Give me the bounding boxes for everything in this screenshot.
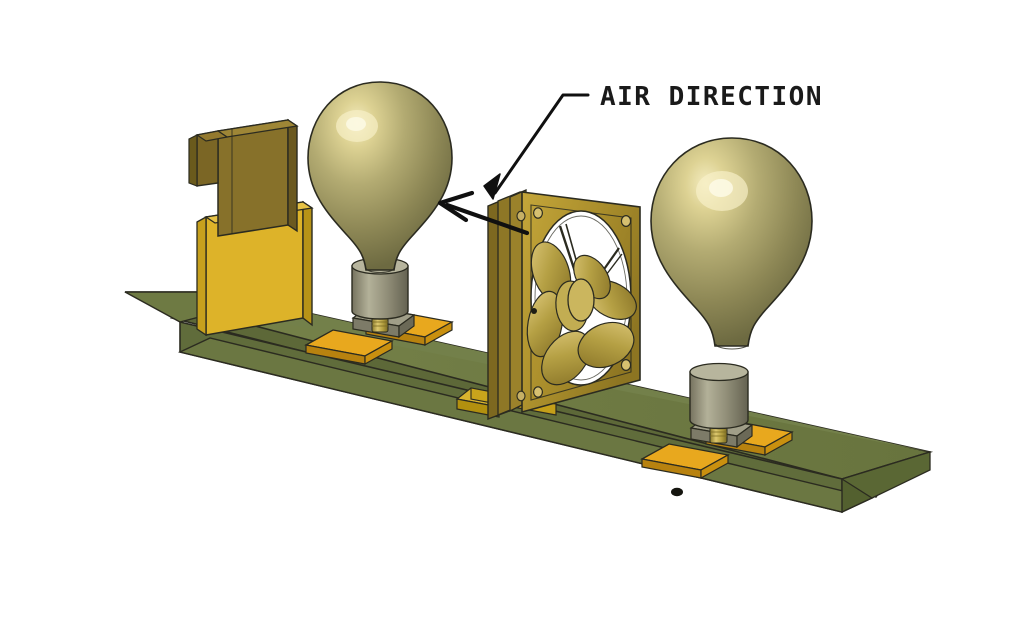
bulb-right-neck-seam xyxy=(715,343,749,350)
fan-wire-nub xyxy=(531,308,537,314)
bulb-left-neck-seam xyxy=(365,267,395,274)
terminal-blade-right xyxy=(287,118,298,233)
bulb-right-socket-barrel-top xyxy=(689,362,749,382)
bulb-right-glass xyxy=(650,137,813,347)
terminal-blade-tab-left xyxy=(188,134,198,187)
bulb-right xyxy=(640,137,813,480)
bulb-right-highlight-core xyxy=(709,179,733,197)
fan-screw-hole xyxy=(532,386,543,398)
bulb-right-socket-barrel xyxy=(689,371,749,430)
bulb-left-pad-front-right xyxy=(364,339,393,366)
terminal-blade-tab-top xyxy=(195,130,229,142)
fan-screw-hole xyxy=(620,359,632,372)
fan-blade xyxy=(577,321,635,369)
base-plate-right-step xyxy=(840,451,931,499)
terminal-block-left-edge xyxy=(196,215,207,337)
fan-hub xyxy=(567,278,595,322)
fan-blades xyxy=(526,241,637,386)
fan-assembly xyxy=(455,189,641,421)
bulb-right-pad-front-right xyxy=(700,453,729,480)
fan-screw-hole xyxy=(516,390,526,402)
bulb-left-pad-rear-right xyxy=(424,320,453,347)
bulb-left-socket-barrel xyxy=(351,265,409,320)
bulb-right-pad-rear-right xyxy=(764,430,793,457)
bulb-left-socket-base-right xyxy=(398,313,415,339)
bulb-right-socket-base-right xyxy=(736,423,753,449)
air-direction-annotation: AIR DIRECTION xyxy=(437,82,823,236)
terminal-block xyxy=(188,118,314,337)
terminal-block-right xyxy=(302,200,313,327)
fan-blade xyxy=(526,290,564,358)
fan-screw-hole xyxy=(620,215,632,228)
air-flow-arrow-shaft xyxy=(444,202,530,236)
air-flow-arrowhead xyxy=(437,190,475,223)
mount-hole-4 xyxy=(671,487,683,497)
bulb-left xyxy=(304,81,454,366)
fan-screw-hole xyxy=(516,210,526,222)
bulb-left-glass xyxy=(307,81,453,271)
air-direction-leader-line xyxy=(493,93,590,195)
air-direction-leader-arrowhead xyxy=(483,173,501,200)
fan-screw-hole xyxy=(532,207,543,219)
bulb-left-highlight-core xyxy=(346,117,366,131)
air-direction-label: AIR DIRECTION xyxy=(600,82,823,112)
